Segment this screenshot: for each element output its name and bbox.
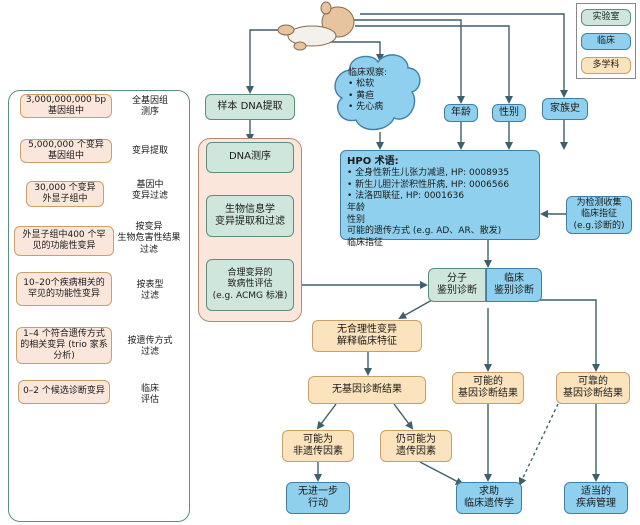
funnel-side-1: 全基因组 测序 (131, 96, 168, 118)
funnel-step-1: 3,000,000,000 bp 基因组中 (20, 94, 112, 118)
possible-diagnosis-box: 可能的 基因诊断结果 (452, 372, 524, 404)
reliable-diagnosis-box: 可靠的 基因诊断结果 (556, 372, 630, 404)
dna-sequencing-box: DNA测序 (206, 142, 294, 173)
bioinformatics-box: 生物信息学 变异提取和过滤 (206, 195, 294, 237)
no-further-action-box: 无进一步 行动 (286, 482, 350, 514)
disease-management-box: 适当的 疾病管理 (564, 482, 628, 514)
funnel-side-7: 临床 评估 (140, 384, 159, 406)
funnel-step-5: 10–20个疾病相关的 罕见的功能性变异 (16, 272, 112, 306)
seek-clinical-genetics-box: 求助 临床遗传学 (456, 482, 522, 514)
hpo-line: 年龄 (347, 203, 366, 214)
non-genetic-box: 可能为 非遗传因素 (282, 430, 354, 462)
hpo-line: 可能的遗传方式 (e.g. AD、AR、散发) (347, 226, 502, 237)
hpo-line: • 新生儿胆汁淤积性肝病, HP: 0006566 (347, 179, 510, 190)
hpo-line: • 法洛四联征, HP: 0001636 (347, 191, 465, 202)
clinical-observation-item: • 黄疸 (348, 90, 375, 101)
funnel-side-6: 按遗传方式 过滤 (127, 336, 173, 358)
hpo-line: • 全身性新生儿张力减退, HP: 0008935 (347, 168, 510, 178)
funnel-step-3: 30,000 个变异 外显子组中 (26, 181, 104, 207)
hpo-title: HPO 术语: (347, 156, 399, 167)
clinical-observation-title: 临床观察: (348, 68, 388, 78)
hpo-line: 临床指征 (347, 238, 384, 249)
funnel-side-4: 按变异 生物危害性结果 过滤 (117, 222, 181, 255)
hpo-line: 性别 (347, 214, 366, 225)
molecular-diagnosis-box: 分子 鉴别诊断 (428, 268, 486, 302)
no-diagnosis-box: 无基因诊断结果 (308, 376, 426, 404)
legend-lab: 实验室 (581, 9, 631, 26)
funnel-step-4: 外显子组中400 个罕 见的功能性变异 (14, 226, 114, 256)
baby-icon (277, 1, 355, 51)
legend-clinical: 临床 (581, 33, 631, 50)
clinical-observation: 临床观察: • 松软 • 黄疸 • 先心病 (348, 68, 412, 113)
legend-multidisciplinary: 多学科 (581, 57, 631, 74)
still-genetic-box: 仍可能为 遗传因素 (380, 430, 452, 462)
clinical-observation-item: • 松软 (348, 79, 375, 90)
unexplained-box: 无合理性变异 解释临床特征 (312, 320, 422, 352)
funnel-step-6: 1–4 个符合遗传方式 的相关变异 (trio 家系 分析) (16, 327, 112, 364)
hpo-terms-box: HPO 术语: • 全身性新生儿张力减退, HP: 0008935 • 新生儿胆… (340, 150, 540, 248)
dna-extraction-box: 样本 DNA提取 (205, 94, 295, 120)
clinical-diagnosis-box: 临床 鉴别诊断 (486, 268, 542, 302)
indication-note-box: 为检测收集 临床指征 (e.g.诊断的) (566, 196, 632, 234)
clinical-observation-item: • 先心病 (348, 101, 384, 112)
funnel-side-2: 变异提取 (131, 146, 168, 156)
funnel-step-7: 0–2 个候选诊断变异 (18, 380, 110, 404)
age-box: 年龄 (444, 104, 478, 122)
funnel-side-5: 按表型 过滤 (136, 280, 164, 302)
pathogenicity-box: 合理变异的 致病性评估 (e.g. ACMG 标准) (206, 259, 294, 311)
funnel-side-3: 基因中 变异过滤 (131, 180, 168, 202)
sex-box: 性别 (492, 104, 526, 122)
clinical-observation-cloud (334, 54, 421, 131)
legend: 实验室 临床 多学科 (576, 3, 636, 79)
family-history-box: 家族史 (542, 98, 588, 120)
funnel-step-2: 5,000,000 个变异 基因组中 (20, 139, 112, 163)
